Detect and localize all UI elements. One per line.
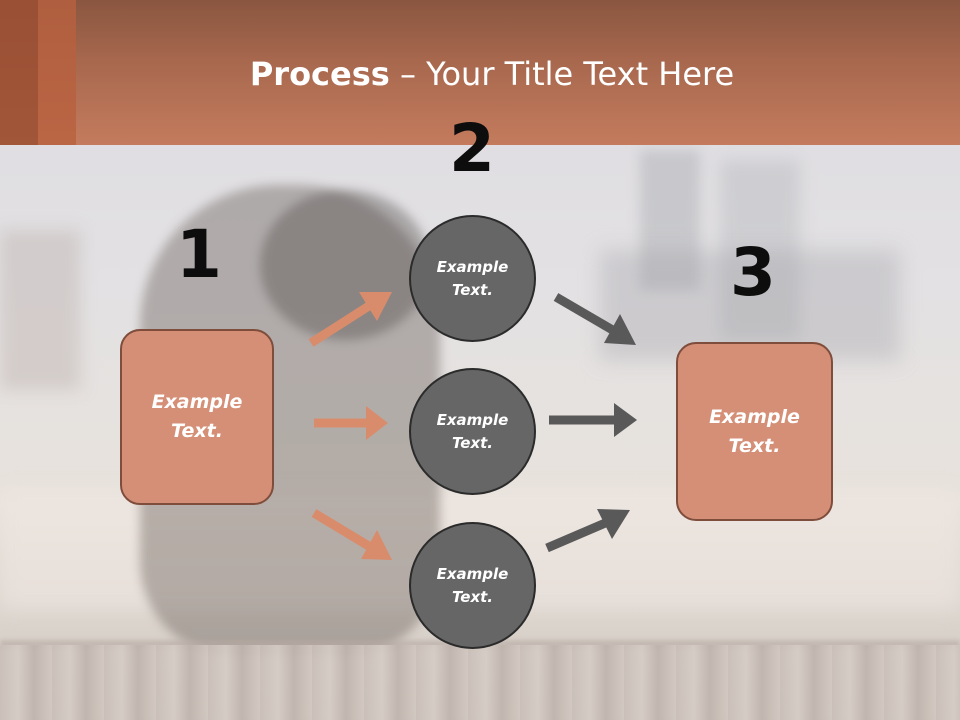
circle-text-line: Example [436, 257, 509, 276]
header-accent-bar [38, 0, 76, 145]
title-bold-part: Process [249, 55, 390, 93]
box-text-line: Example [709, 405, 800, 428]
arrow-box1-to-circle-mid [314, 406, 388, 440]
step-number-2: 2 [449, 110, 495, 187]
background-building [640, 150, 700, 290]
arrow-circle-top-to-box3 [553, 293, 636, 345]
background-building [600, 250, 900, 360]
title-rest-part: – Your Title Text Here [389, 55, 735, 93]
slide-title[interactable]: Process – Your Title Text Here [0, 52, 960, 96]
arrow-box1-to-circle-top [308, 292, 392, 347]
arrow-circle-bot-to-box3 [545, 509, 630, 553]
box-text-line: Example [151, 391, 243, 413]
title-header-band: Process – Your Title Text Here [0, 0, 960, 145]
background-wooden-ground [0, 645, 960, 720]
arrow-circle-mid-to-box3 [549, 403, 637, 437]
step-number-1: 1 [176, 216, 222, 293]
circle-text-line: Example [436, 564, 509, 583]
circle-text-line: Text. [451, 280, 493, 299]
background-building [720, 160, 800, 340]
circle-text-line: Text. [451, 433, 493, 452]
background-bird-head [260, 190, 430, 340]
background-blur-left [0, 230, 80, 390]
box-text-line: Text. [728, 434, 781, 457]
box-text-line: Text. [171, 420, 223, 442]
circle-text-line: Text. [451, 587, 493, 606]
arrow-box1-to-circle-bot [311, 509, 392, 560]
step-number-3: 3 [730, 234, 776, 311]
circle-text-line: Example [436, 410, 509, 429]
header-accent-bar [0, 0, 38, 145]
